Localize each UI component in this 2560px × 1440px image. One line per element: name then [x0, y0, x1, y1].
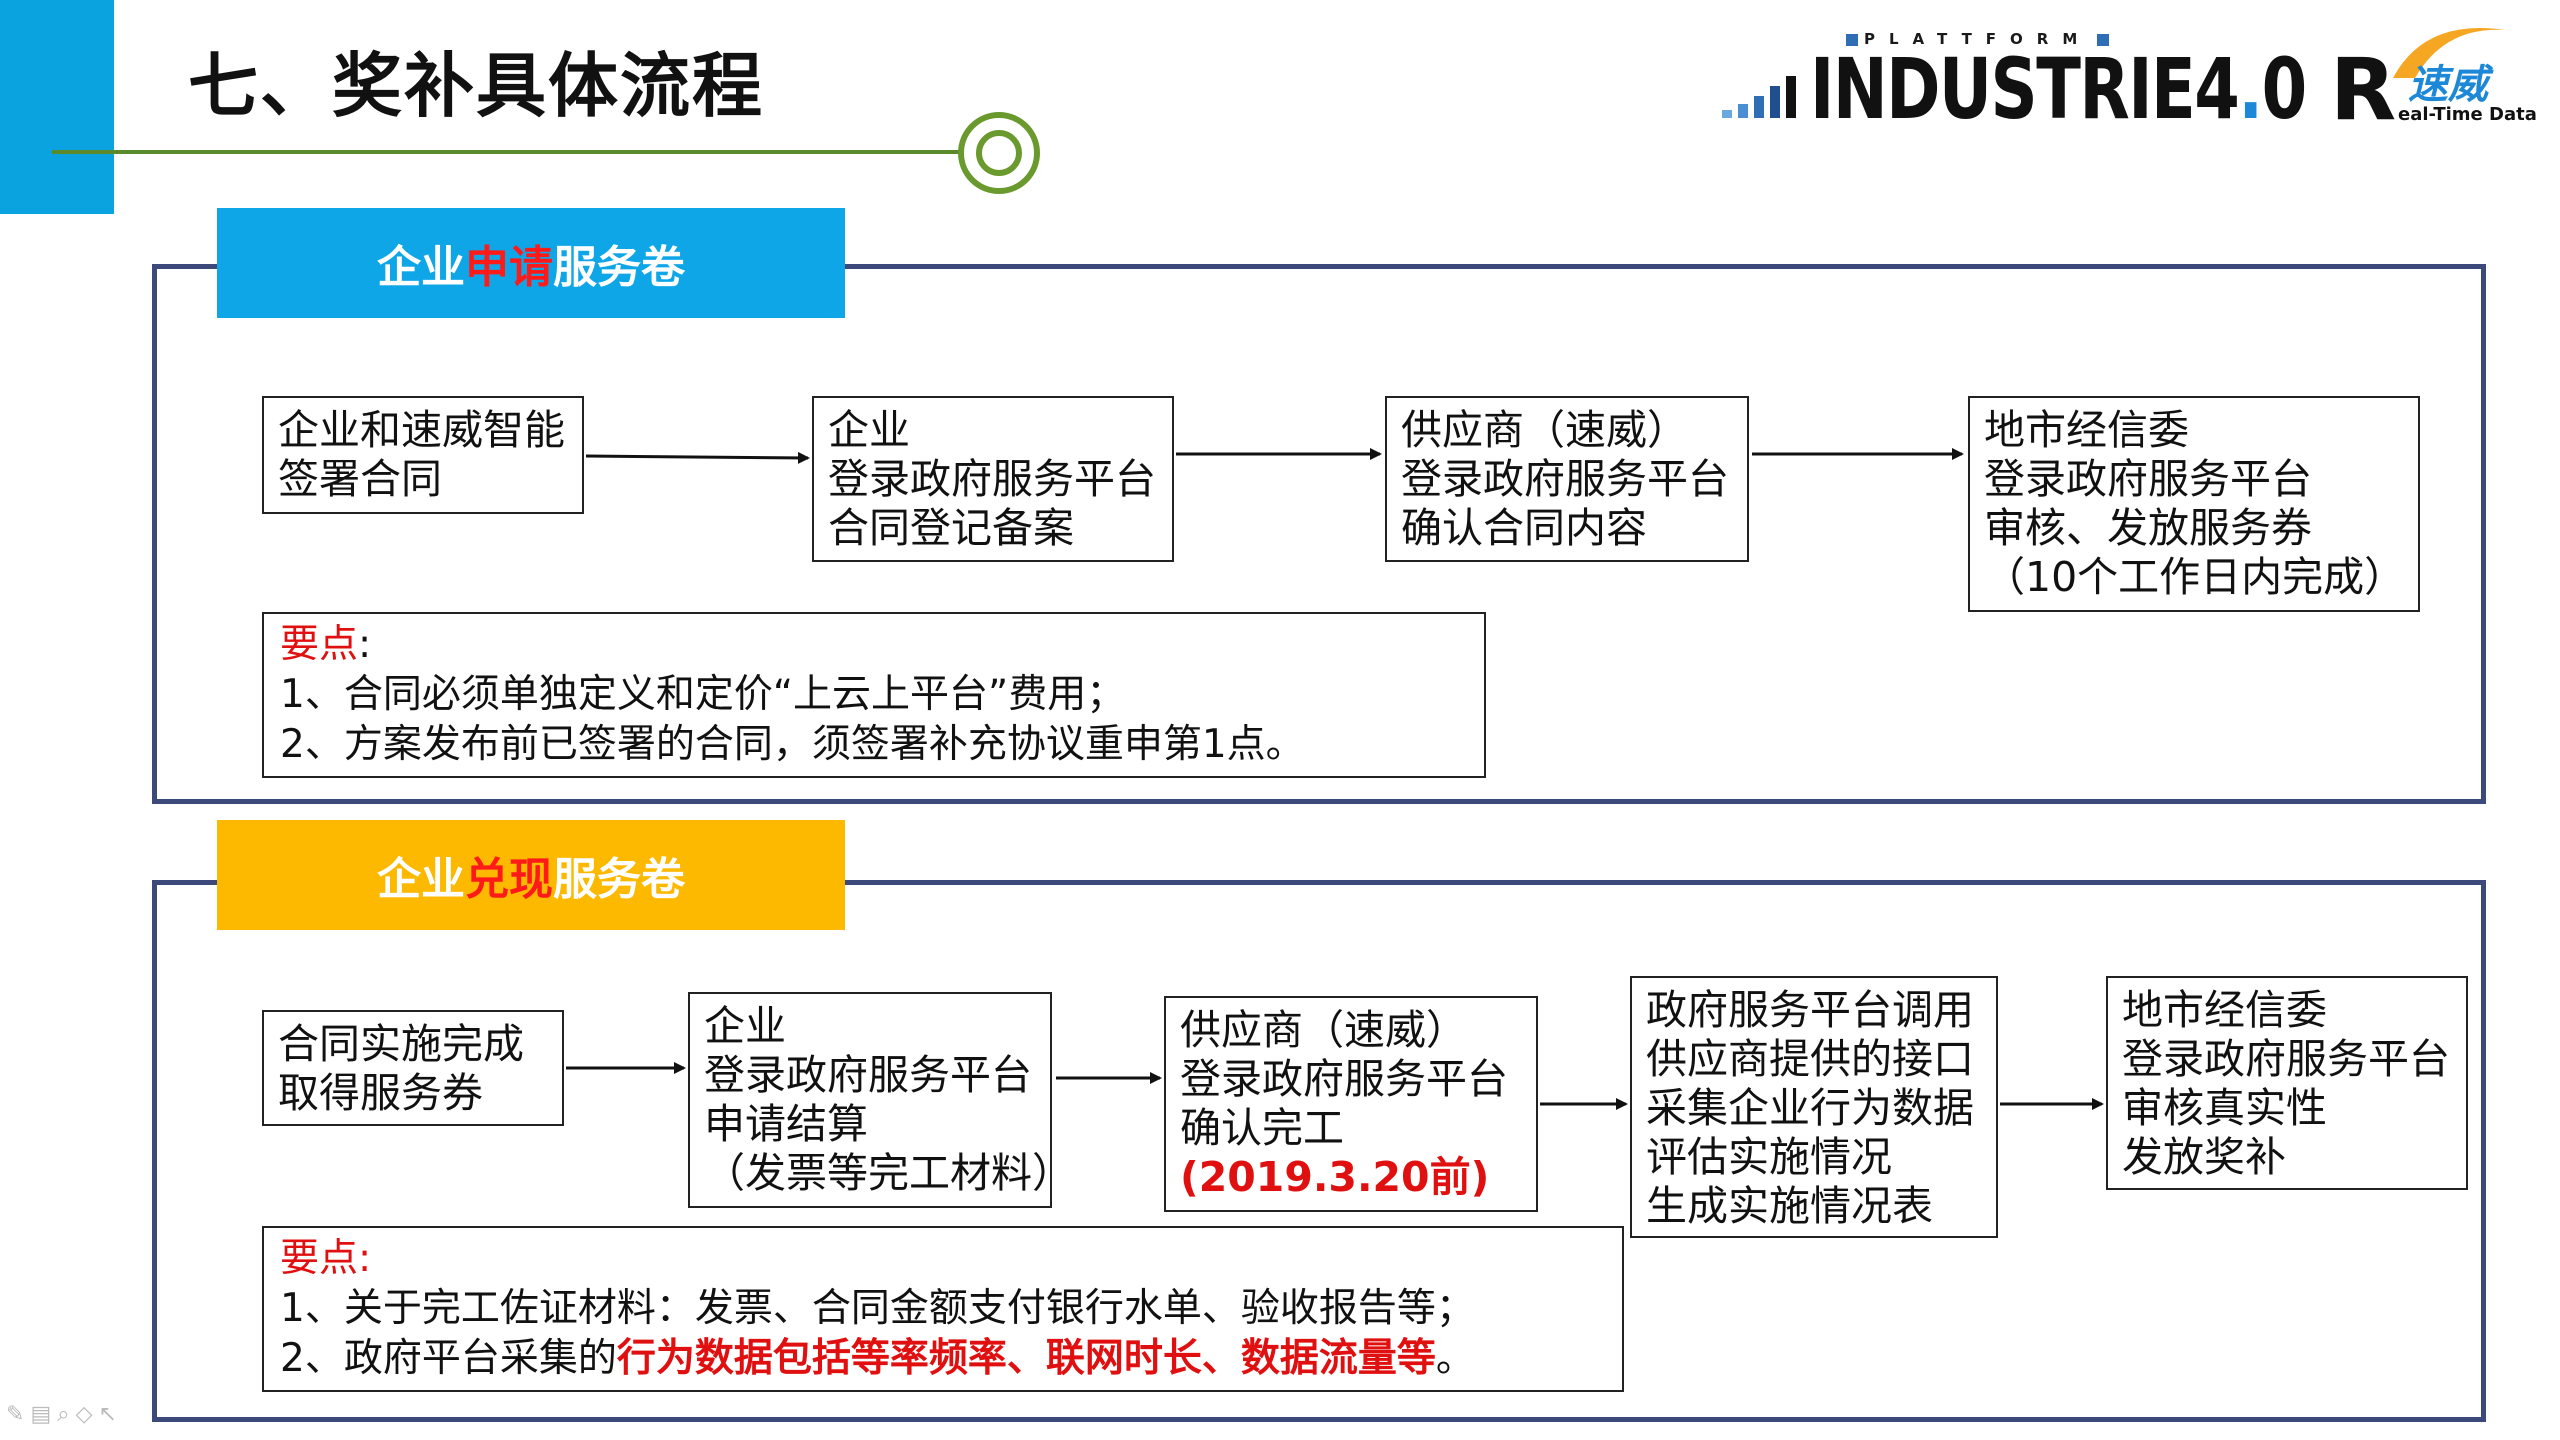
- apply-step-4: 地市经信委 登录政府服务平台 审核、发放服务券 （10个工作日内完成）: [1968, 396, 2420, 612]
- redeem-step-3-deadline: (2019.3.20前): [1180, 1153, 1490, 1201]
- title-underline: [52, 150, 972, 154]
- pen-tool-icon[interactable]: ✎: [6, 1402, 31, 1427]
- apply-section-header: 企业申请服务卷: [217, 208, 845, 318]
- redeem-step-3-text: 供应商（速威） 登录政府服务平台 确认完工: [1180, 1006, 1508, 1152]
- pointer-tool-icon[interactable]: ↖: [98, 1402, 123, 1427]
- apply-step-2: 企业 登录政府服务平台 合同登记备案: [812, 396, 1174, 562]
- redeem-step-3: 供应商（速威） 登录政府服务平台 确认完工 (2019.3.20前): [1164, 996, 1538, 1212]
- logo-wordmark: INDUSTRIE4.0: [1810, 40, 2307, 138]
- apply-section-panel: [152, 264, 2486, 804]
- apply-note-label: 要点:: [280, 622, 372, 667]
- logo-tagline: eal-Time Data: [2398, 104, 2537, 125]
- apply-note-line-1: 1、合同必须单独定义和定价“上云上平台”费用；: [280, 672, 1126, 717]
- logo-chinese-text: 速威: [2408, 62, 2488, 108]
- apply-note-line-2: 2、方案发布前已签署的合同，须签署补充协议重申第1点。: [280, 722, 1305, 767]
- redeem-note-line-1: 1、关于完工佐证材料：发票、合同金额支付银行水单、验收报告等；: [280, 1286, 1475, 1331]
- redeem-step-5: 地市经信委 登录政府服务平台 审核真实性 发放奖补: [2106, 976, 2468, 1190]
- apply-step-3: 供应商（速威） 登录政府服务平台 确认合同内容: [1385, 396, 1749, 562]
- redeem-section-panel: [152, 880, 2486, 1422]
- blue-corner-tab: [0, 0, 114, 214]
- presentation-toolbar[interactable]: ✎▤⌕◇↖: [6, 1402, 123, 1427]
- slide-title: 七、奖补具体流程: [188, 45, 764, 127]
- slides-tool-icon[interactable]: ▤: [30, 1402, 58, 1427]
- apply-step-1: 企业和速威智能 签署合同: [262, 396, 584, 514]
- ring-ornament-icon: [958, 112, 1040, 194]
- redeem-section-header: 企业兑现服务卷: [217, 820, 845, 930]
- swoosh-icon: [2393, 28, 2505, 78]
- redeem-note-line-2: 2、政府平台采集的行为数据包括等率频率、联网时长、数据流量等。: [280, 1336, 1475, 1381]
- search-tool-icon[interactable]: ⌕: [57, 1402, 76, 1427]
- logo-r-letter: R: [2330, 40, 2397, 140]
- redeem-note-label: 要点:: [280, 1236, 372, 1281]
- logo-top-text: PLATTFORM: [1840, 30, 2115, 48]
- redeem-step-1: 合同实施完成 取得服务券: [262, 1010, 564, 1126]
- eraser-tool-icon[interactable]: ◇: [75, 1402, 99, 1427]
- redeem-step-2: 企业 登录政府服务平台 申请结算 （发票等完工材料）: [688, 992, 1073, 1208]
- ring-ornament-inner-icon: [976, 130, 1022, 176]
- apply-notes-box: 要点: 1、合同必须单独定义和定价“上云上平台”费用； 2、方案发布前已签署的合…: [262, 612, 1486, 778]
- signal-bars-icon: [1722, 76, 1796, 118]
- redeem-step-4: 政府服务平台调用 供应商提供的接口 采集企业行为数据 评估实施情况 生成实施情况…: [1630, 976, 1998, 1238]
- redeem-notes-box: 要点: 1、关于完工佐证材料：发票、合同金额支付银行水单、验收报告等； 2、政府…: [262, 1226, 1624, 1392]
